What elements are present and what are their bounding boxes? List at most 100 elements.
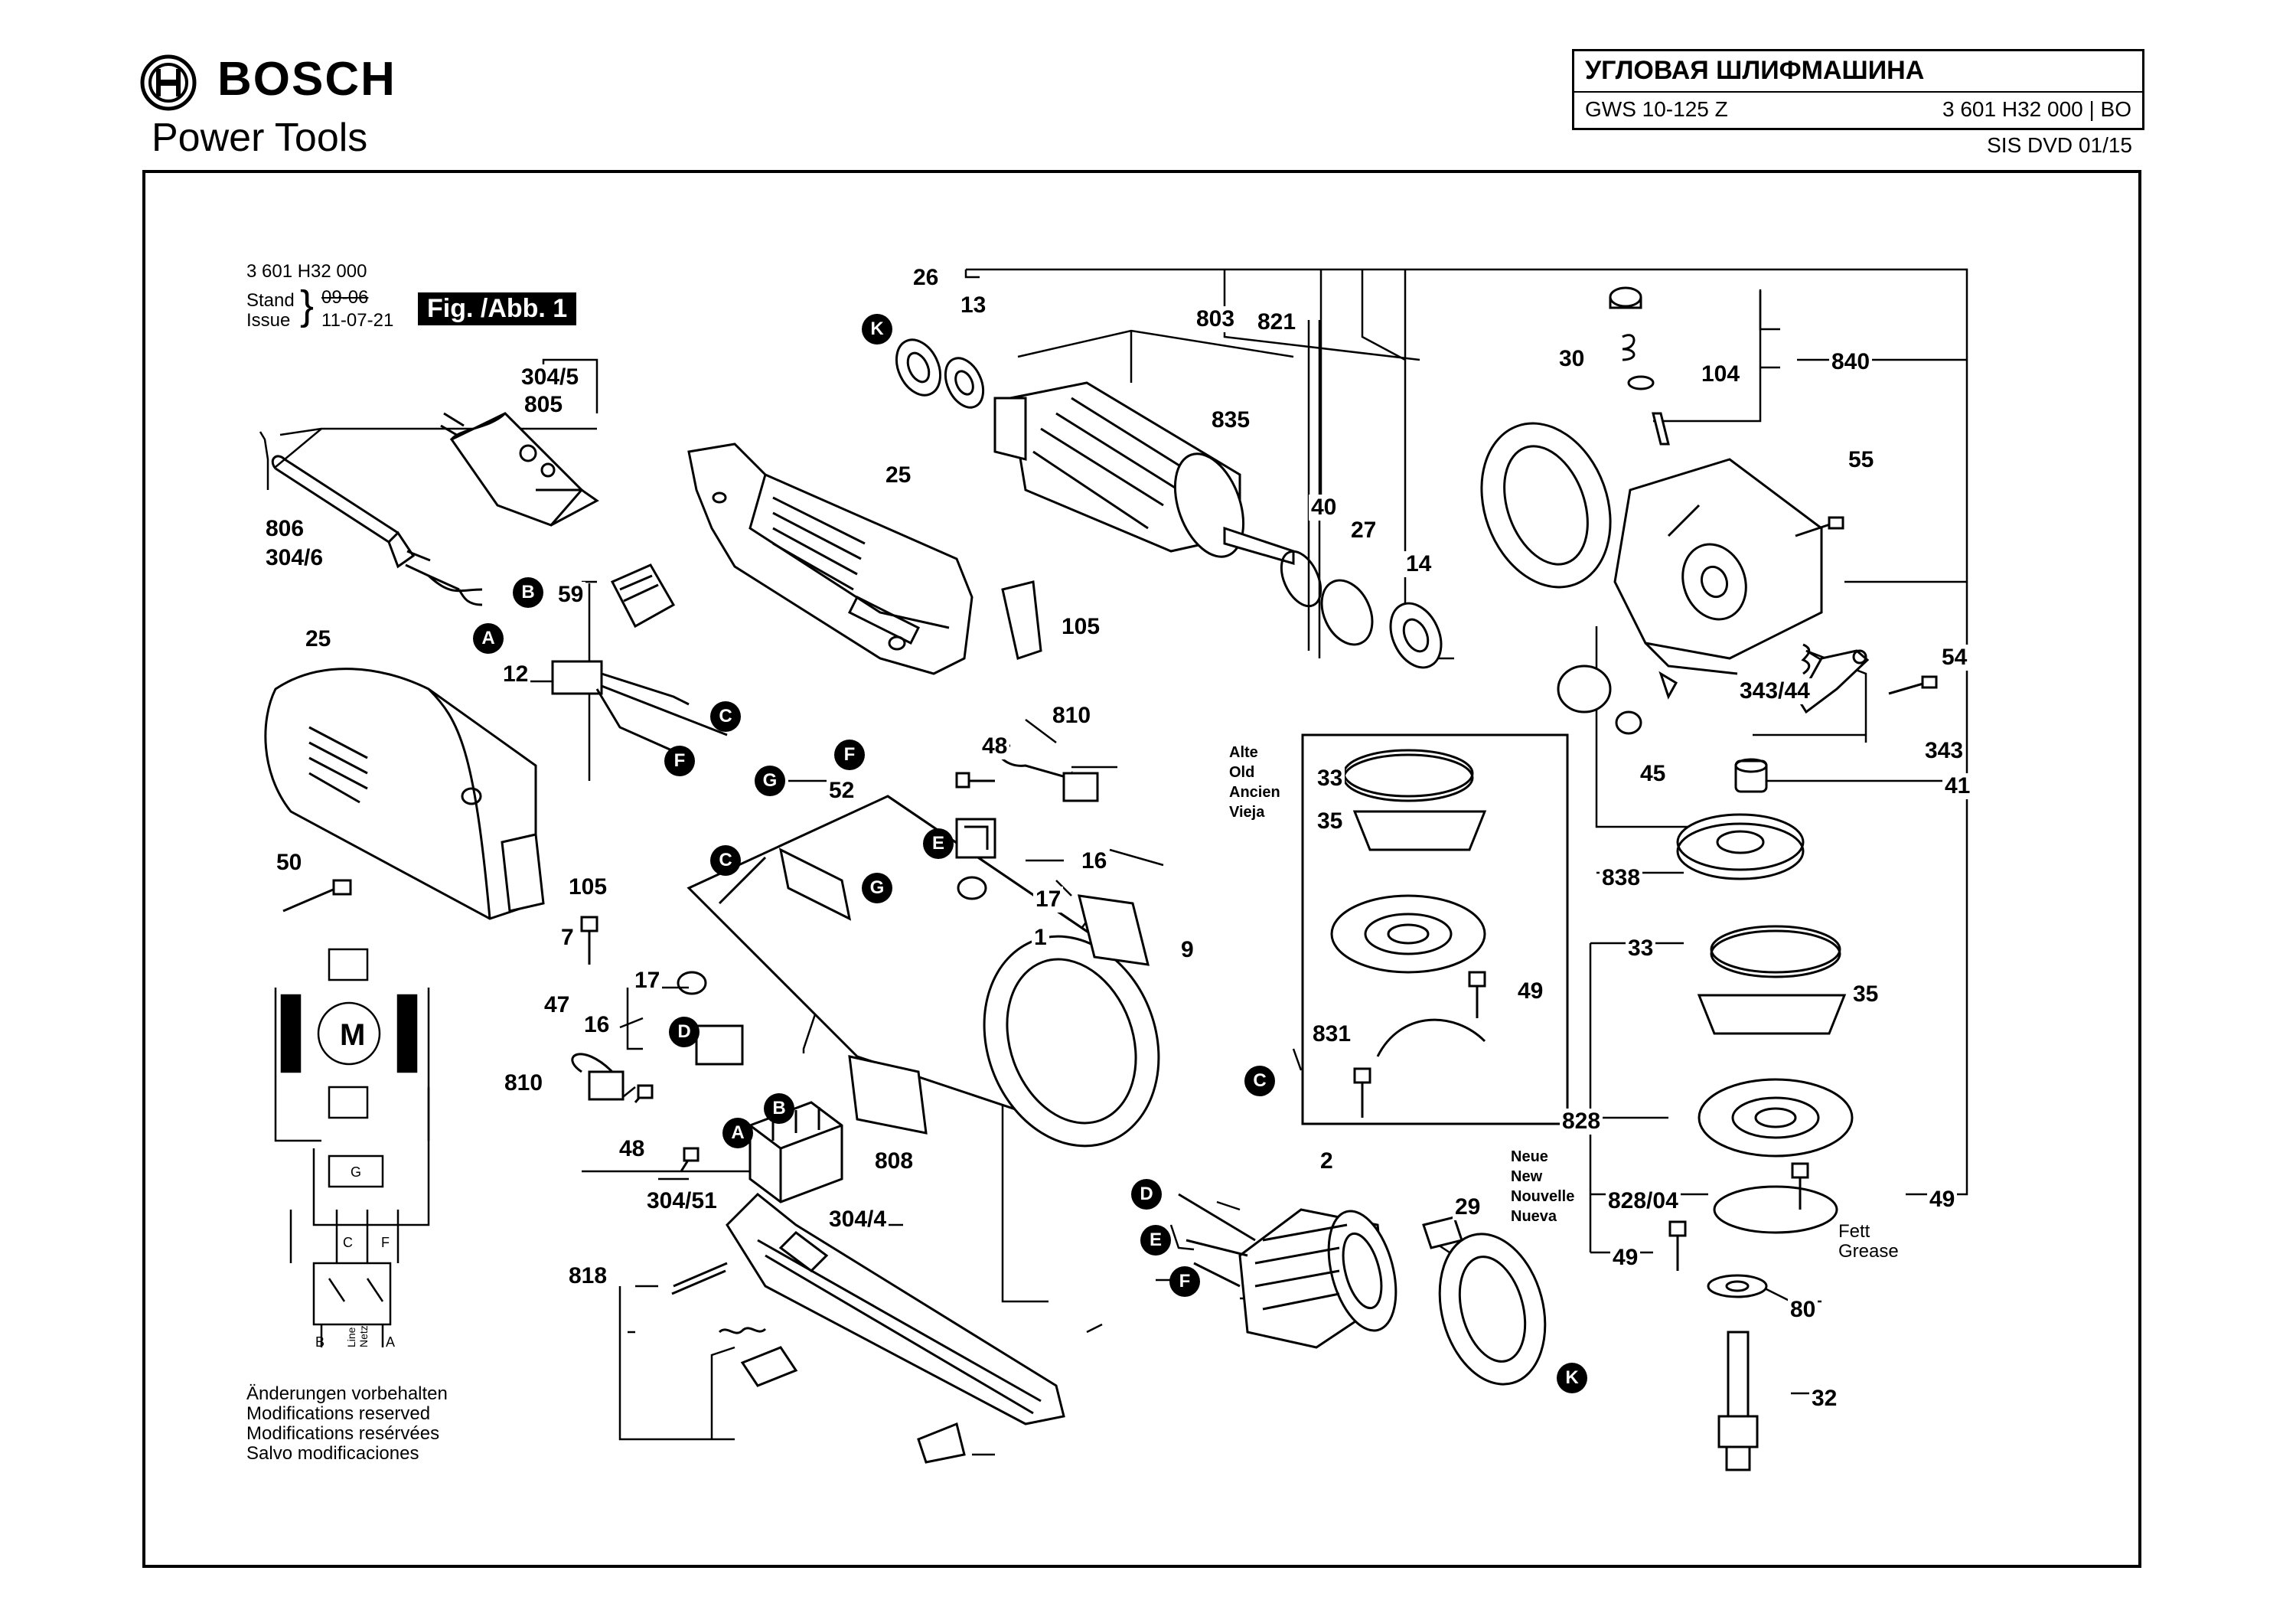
part-label: 840	[1829, 349, 1873, 375]
part-label: 52	[827, 778, 857, 804]
part-label: 343	[1923, 738, 1966, 764]
part-label: 29	[1453, 1194, 1483, 1220]
old-label-es: Vieja	[1229, 804, 1265, 821]
new-label-es: Nueva	[1511, 1208, 1557, 1225]
connector-marker: B	[764, 1093, 794, 1124]
part-label: 50	[274, 850, 305, 876]
issue-date: 11-07-21	[321, 310, 394, 331]
connector-marker: G	[755, 766, 785, 796]
brush-holder-lower	[677, 971, 744, 1066]
part-label: 304/4	[827, 1207, 889, 1233]
gear-housing	[1613, 458, 1823, 675]
part-label: 26	[911, 265, 941, 291]
connector-marker: B	[513, 577, 543, 608]
schematic-g: G	[351, 1164, 362, 1180]
part-label: 343/44	[1737, 678, 1812, 704]
schematic-netz: Netz	[357, 1325, 370, 1347]
brace: }	[300, 282, 315, 328]
part-label: 7	[559, 925, 576, 951]
part-label: 49	[1610, 1245, 1641, 1271]
part-label: 810	[502, 1070, 546, 1096]
part-label: 831	[1310, 1021, 1354, 1047]
part-label: 25	[303, 626, 334, 652]
part-label: 59	[556, 582, 586, 608]
part-label: 2	[1318, 1148, 1336, 1174]
part-label: 33	[1626, 936, 1656, 962]
part-label: 803	[1194, 306, 1238, 332]
part-label: 835	[1209, 407, 1253, 433]
switch-button	[610, 563, 676, 629]
connector-marker: E	[1140, 1225, 1171, 1256]
wiring-schematic	[274, 948, 430, 1347]
armature	[993, 381, 1295, 565]
part-label: 806	[263, 516, 307, 542]
source-label: SIS DVD 01/15	[1987, 133, 2132, 157]
stand-old-date: 09-06	[321, 287, 369, 308]
part-label: 304/51	[644, 1188, 719, 1214]
old-flange-box	[1301, 733, 1569, 1125]
connector-marker: E	[923, 828, 954, 859]
part-label: 818	[566, 1263, 610, 1289]
carbon-brush-upper	[997, 744, 1099, 802]
bevel-gear-large	[1676, 813, 1805, 880]
part-label: 828/04	[1606, 1188, 1681, 1214]
label-plate-upper	[1001, 580, 1042, 660]
grease-label-en: Grease	[1838, 1241, 1899, 1262]
part-label: 33	[1315, 766, 1345, 792]
part-label: 30	[1557, 346, 1587, 372]
schematic-b: B	[315, 1334, 325, 1350]
part-label: 16	[1079, 848, 1110, 874]
schematic-f: F	[381, 1235, 390, 1250]
connector-marker: D	[1131, 1179, 1162, 1210]
connector-marker: F	[834, 740, 865, 770]
ring-27	[1320, 579, 1374, 646]
schematic-a: A	[386, 1334, 396, 1350]
switch-unit	[748, 1101, 843, 1203]
connector-marker: F	[1169, 1266, 1200, 1297]
air-guide	[1422, 1216, 1547, 1386]
part-label: 304/5	[519, 364, 582, 390]
bearing-13	[944, 357, 985, 409]
old-label-fr: Ancien	[1229, 784, 1280, 801]
document-title: УГЛОВАЯ ШЛИФМАШИНА	[1585, 56, 1925, 85]
part-label: 17	[632, 968, 663, 994]
part-label: 49	[1515, 978, 1546, 1004]
old-label-en: Old	[1229, 764, 1255, 781]
power-cable	[271, 455, 483, 606]
disclaimer-fr: Modifications resérvées	[246, 1423, 440, 1444]
part-label: 25	[883, 462, 914, 488]
article-number: 3 601 H32 000	[246, 261, 367, 282]
connector-marker: K	[862, 314, 892, 345]
screws	[282, 516, 1938, 1271]
part-label: 48	[617, 1136, 647, 1162]
gasket-30	[1480, 422, 1612, 589]
part-label: 45	[1638, 761, 1668, 787]
field-winding	[1178, 1193, 1397, 1349]
connector-marker: G	[862, 873, 892, 903]
grease-label-de: Fett	[1838, 1221, 1870, 1242]
part-label: 48	[980, 733, 1010, 759]
part-label: 13	[958, 292, 989, 318]
connector-marker: F	[664, 746, 695, 776]
part-label: 40	[1309, 495, 1339, 521]
title-block: УГЛОВАЯ ШЛИФМАШИНА GWS 10-125 Z 3 601 H3…	[1572, 49, 2144, 130]
part-number: 3 601 H32 000 | BO	[1942, 97, 2131, 121]
label-plate-lower	[501, 833, 545, 913]
bearing-26	[895, 338, 942, 397]
figure-badge: Fig. /Abb. 1	[418, 292, 577, 325]
spindle	[1717, 1331, 1759, 1471]
connector-marker: D	[669, 1017, 700, 1047]
disclaimer-de: Änderungen vorbehalten	[246, 1383, 448, 1404]
bearing-14	[1389, 602, 1443, 669]
connector-marker: C	[1244, 1066, 1275, 1096]
part-label: 47	[542, 992, 572, 1018]
mains-plug	[440, 412, 599, 527]
part-label: 1	[1032, 925, 1049, 951]
brush-holder-upper	[955, 818, 996, 900]
retaining-ring	[1280, 550, 1322, 608]
new-label-en: New	[1511, 1168, 1543, 1185]
connector-marker: K	[1557, 1363, 1587, 1393]
part-label: 9	[1179, 937, 1196, 963]
part-label: 16	[582, 1012, 612, 1038]
